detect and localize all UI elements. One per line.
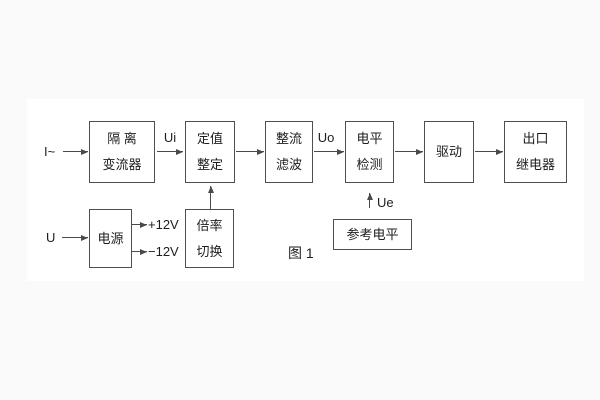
arrow-isolation-to-setpoint-icon <box>157 149 183 155</box>
arrow-setpoint-to-rectifier-icon <box>236 149 264 155</box>
block-label-line: 变流器 <box>102 157 142 172</box>
block-label-line: 整定 <box>196 157 223 172</box>
arrow-plus-12v-icon <box>132 222 147 228</box>
block-power-supply: 电源 <box>89 209 132 268</box>
block-level-detector: 电平 检测 <box>345 121 394 183</box>
input-current-label: I~ <box>44 144 56 159</box>
block-setpoint-setting: 定值 整定 <box>185 121 235 183</box>
block-isolation-transformer: 隔 离 变流器 <box>89 121 155 183</box>
block-label-line: 定值 <box>196 131 223 146</box>
block-label-line: 隔 离 <box>107 131 137 146</box>
arrow-rectifier-to-level-icon <box>314 149 344 155</box>
block-label-line: 整流 <box>275 131 302 146</box>
block-output-relay: 出口 继电器 <box>504 121 567 183</box>
block-rectifier-filter: 整流 滤波 <box>265 121 313 183</box>
block-label-line: 电平 <box>356 131 383 146</box>
arrow-minus-12v-icon <box>132 249 147 255</box>
block-label-line: 参考电平 <box>346 226 399 242</box>
block-reference-level: 参考电平 <box>333 219 412 250</box>
block-ratio-switch: 倍率 切换 <box>185 209 234 268</box>
input-voltage-label: U <box>46 230 56 245</box>
figure-caption: 图 1 <box>288 245 314 261</box>
arrow-ratio-to-setpoint-icon <box>208 186 214 209</box>
block-label-line: 检测 <box>356 157 383 172</box>
block-driver: 驱动 <box>424 121 474 183</box>
arrow-input-voltage-icon <box>62 235 88 241</box>
signal-ue-label: Ue <box>377 195 394 210</box>
block-label-line: 滤波 <box>275 157 302 172</box>
minus-12v-label: −12V <box>148 244 179 259</box>
block-label-line: 切换 <box>196 243 223 259</box>
signal-ui-label: Ui <box>163 130 177 145</box>
plus-12v-label: +12V <box>148 217 179 232</box>
arrow-level-to-driver-icon <box>395 149 423 155</box>
arrow-driver-to-relay-icon <box>475 149 503 155</box>
signal-uo-label: Uo <box>317 130 335 145</box>
block-label-line: 倍率 <box>196 217 223 233</box>
block-label-line: 继电器 <box>515 157 555 172</box>
arrow-reference-ue-icon <box>367 193 373 208</box>
block-label-line: 出口 <box>522 131 549 146</box>
block-label-line: 电源 <box>97 230 124 246</box>
block-label-line: 驱动 <box>435 144 462 159</box>
arrow-input-current-icon <box>63 149 88 155</box>
